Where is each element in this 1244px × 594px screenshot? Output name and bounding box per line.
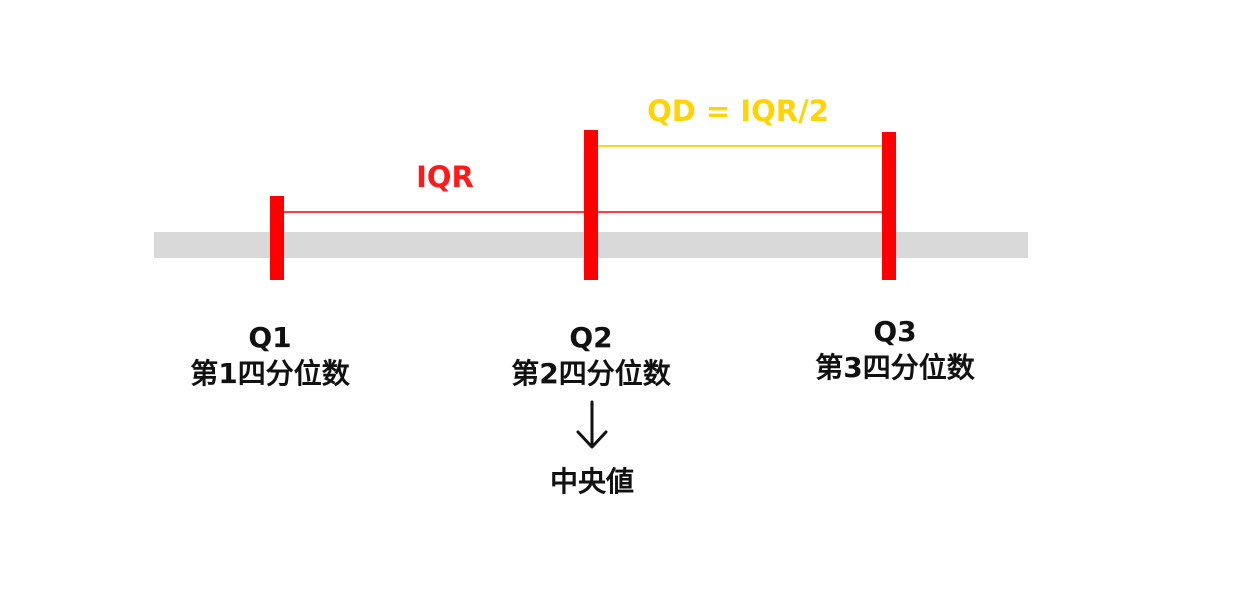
q3-name: Q3 <box>873 315 917 348</box>
q1-name: Q1 <box>248 321 292 354</box>
q1-description: 第1四分位数 <box>190 357 350 390</box>
q2-marker <box>584 130 598 280</box>
down-arrow-icon <box>576 400 608 449</box>
q3-label-block: Q3 第3四分位数 <box>785 314 1005 386</box>
q2-label-block: Q2 第2四分位数 <box>481 320 701 392</box>
median-label: 中央値 <box>549 465 634 498</box>
q2-name: Q2 <box>569 321 613 354</box>
q3-marker <box>882 132 896 280</box>
q2-description: 第2四分位数 <box>511 357 671 390</box>
q1-label-block: Q1 第1四分位数 <box>160 320 380 392</box>
qd-range-line <box>598 145 888 147</box>
iqr-label: IQR <box>416 160 474 194</box>
q3-description: 第3四分位数 <box>815 351 975 384</box>
qd-label: QD = IQR/2 <box>647 94 829 128</box>
q1-marker <box>270 196 284 280</box>
iqr-range-line <box>284 211 882 213</box>
